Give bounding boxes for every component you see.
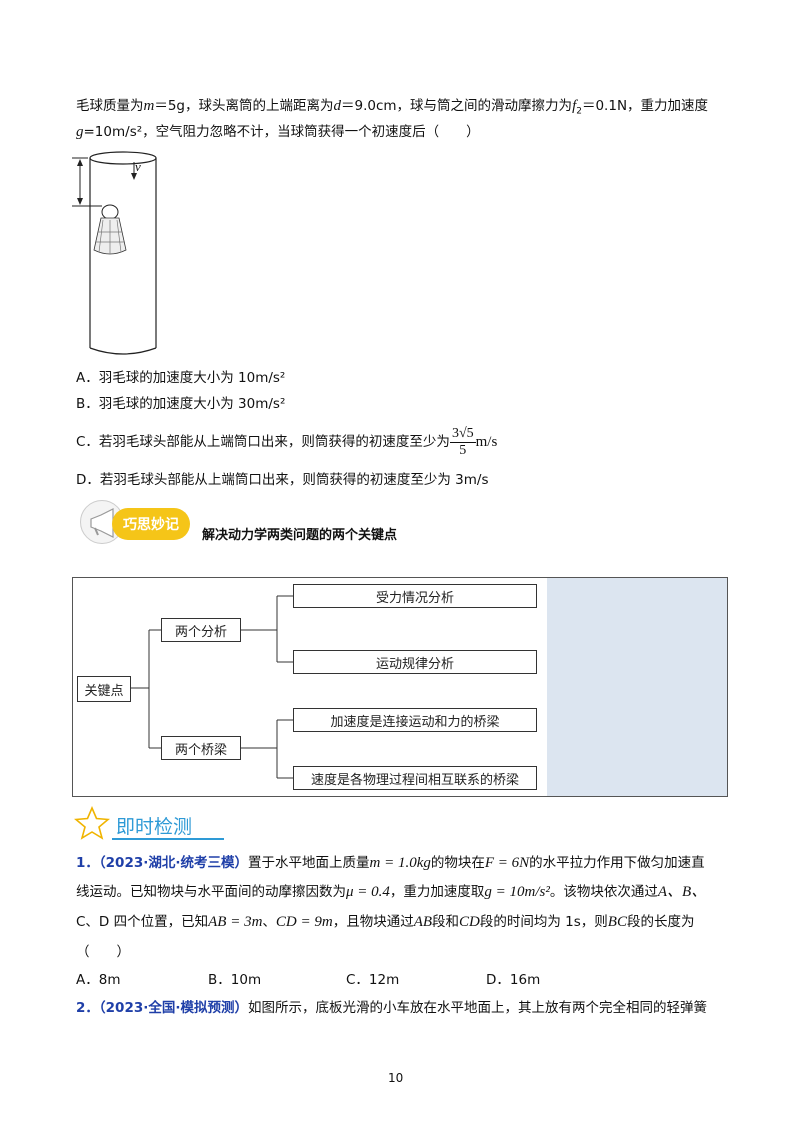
diagram-side-panel (547, 578, 727, 796)
q1-line-3: C、D 四个位置，已知AB = 3m、CD = 9m，且物块通过AB段和CD段的… (76, 914, 695, 930)
diagram-item: 速度是各物理过程间相互联系的桥梁 (293, 766, 537, 790)
diagram-branch-analysis: 两个分析 (161, 618, 241, 642)
diagram-connectors (131, 595, 293, 779)
q2-line-1: 2．（2023·全国·模拟预测）如图所示，底板光滑的小车放在水平地面上，其上放有… (76, 1000, 707, 1016)
q1-option: A．8m (76, 972, 121, 988)
diagram-item: 受力情况分析 (293, 584, 537, 608)
megaphone-icon (80, 500, 124, 544)
option-d: D．若羽毛球头部能从上端筒口出来，则筒获得的初速度至少为 3m/s (76, 472, 489, 488)
tip-title: 解决动力学两类问题的两个关键点 (202, 528, 398, 543)
diagram-branch-bridge: 两个桥梁 (161, 736, 241, 760)
option-b: B．羽毛球的加速度大小为 30m/s² (76, 396, 286, 412)
key-points-diagram: 关键点 两个分析 两个桥梁 受力情况分析 运动规律分析 加速度是连接运动和力的桥… (72, 577, 728, 797)
shuttlecock-tube-figure (72, 151, 157, 355)
q1-option: B．10m (208, 972, 262, 988)
q1-line-4: （ ） (76, 944, 130, 960)
q1-option: C．12m (346, 972, 400, 988)
q1-line-1: 1．（2023·湖北·统考三模）置于水平地面上质量m = 1.0kg的物块在F … (76, 855, 705, 871)
tip-badge-label: 巧思妙记 (112, 508, 190, 540)
problem-line-2: g=10m/s²，空气阻力忽略不计，当球筒获得一个初速度后（ ） (76, 124, 480, 140)
q1-line-2: 线运动。已知物块与水平面间的动摩擦因数为μ = 0.4，重力加速度取g = 10… (76, 884, 707, 900)
diagram-root: 关键点 (77, 676, 131, 702)
diagram-item: 运动规律分析 (293, 650, 537, 674)
section-header: 即时检测 (72, 806, 232, 842)
section-title: 即时检测 (116, 816, 193, 838)
tip-badge: 巧思妙记 (72, 498, 194, 548)
star-icon (74, 806, 110, 840)
option-a: A．羽毛球的加速度大小为 10m/s² (76, 370, 286, 386)
page-number: 10 (388, 1071, 404, 1085)
section-underline (112, 838, 224, 840)
problem-line-1: 毛球质量为m＝5g，球头离筒的上端距离为d＝9.0cm，球与筒之间的滑动摩擦力为… (76, 98, 709, 117)
velocity-label: v (135, 159, 141, 174)
q1-option: D．16m (486, 972, 541, 988)
diagram-item: 加速度是连接运动和力的桥梁 (293, 708, 537, 732)
